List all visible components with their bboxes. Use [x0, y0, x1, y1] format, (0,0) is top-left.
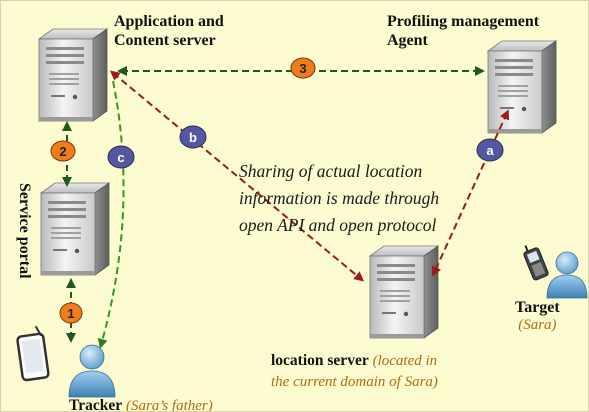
- target-note: (Sara): [518, 317, 557, 333]
- profiling-agent-server-icon: [487, 40, 557, 134]
- tracker-label: Tracker (Sara’s father): [69, 397, 213, 412]
- svg-text:c: c: [117, 150, 124, 165]
- service-portal-label: Service portal: [16, 183, 33, 279]
- badge-c: c: [107, 145, 135, 169]
- tracker-person-icon: [68, 344, 116, 398]
- location-server-note-line2: the current domain of Sara): [271, 374, 438, 390]
- location-server-icon: [369, 245, 439, 339]
- target-title: Target: [515, 299, 560, 316]
- profiling-agent-label-line1: Profiling management: [387, 13, 540, 30]
- sharing-note: Sharing of actual location information i…: [239, 158, 439, 239]
- svg-text:3: 3: [299, 61, 306, 76]
- app-content-server-icon: [38, 28, 108, 122]
- tracker-tablet-icon: [16, 325, 50, 382]
- badge-a: a: [476, 138, 504, 162]
- badge-3: 3: [290, 57, 316, 79]
- tracker-title: Tracker: [69, 397, 123, 412]
- svg-text:a: a: [486, 143, 494, 158]
- target-phone-icon: [523, 245, 549, 281]
- profiling-agent-label: Profiling management Agent: [387, 12, 539, 50]
- target-person-icon: [546, 251, 588, 299]
- app-server-label-line2: Content server: [114, 32, 216, 49]
- target-label: Target (Sara): [515, 298, 560, 334]
- app-server-label: Application and Content server: [114, 12, 224, 50]
- location-server-note-line1: (located in: [372, 353, 438, 369]
- badge-b: b: [179, 125, 207, 149]
- location-server-title: location server: [271, 352, 369, 369]
- app-server-label-line1: Application and: [114, 13, 224, 30]
- svg-text:b: b: [189, 130, 197, 145]
- sharing-note-line1: Sharing of actual location: [239, 161, 423, 181]
- sharing-note-line2: information is made through: [239, 188, 440, 208]
- tracker-note: (Sara’s father): [125, 398, 213, 412]
- svg-text:1: 1: [67, 306, 74, 321]
- svg-text:2: 2: [59, 144, 66, 159]
- badge-1: 1: [59, 302, 83, 324]
- badge-2: 2: [50, 140, 76, 162]
- sharing-note-line3: open API and open protocol: [239, 215, 437, 235]
- arrow-app-to-location: [109, 70, 365, 282]
- profiling-agent-label-line2: Agent: [387, 32, 428, 49]
- arrow-app-to-tracker: [97, 80, 125, 349]
- service-portal-server-icon: [40, 182, 110, 276]
- location-server-label: location server (located in the current …: [271, 350, 438, 393]
- arrow-profiling-to-location: [431, 109, 510, 277]
